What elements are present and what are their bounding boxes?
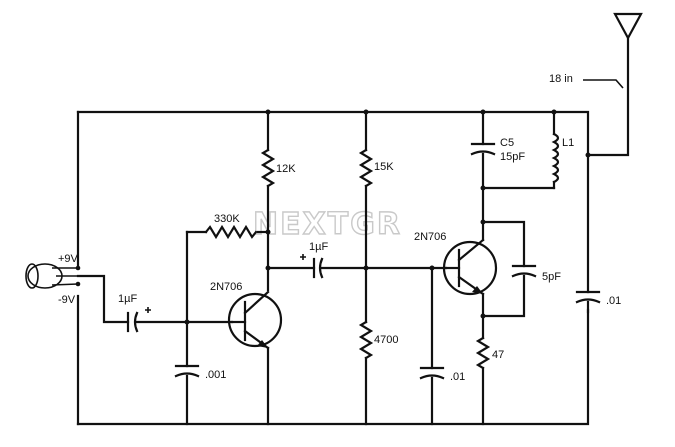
capacitor-001-label: .001 xyxy=(205,369,226,381)
capacitor-5pf xyxy=(511,264,537,278)
top-rail xyxy=(76,110,590,157)
resistor-12k xyxy=(260,148,276,188)
transistor-q2-label: 2N706 xyxy=(414,231,446,243)
coupling-capacitor-label: 1µF xyxy=(309,241,328,253)
antenna-length-pointer xyxy=(583,79,624,89)
transistor-q1-label: 2N706 xyxy=(210,281,242,293)
resistor-15k xyxy=(358,148,374,188)
node-base2-divider xyxy=(363,265,369,271)
node-r330k-collector xyxy=(265,229,271,235)
watermark: NEXTGR xyxy=(253,207,402,242)
inductor-l1 xyxy=(551,132,560,184)
capacitor-c5-value: 15pF xyxy=(500,151,525,163)
input-wire xyxy=(76,274,130,324)
resistor-15k-label: 15K xyxy=(374,161,394,173)
capacitor-01-base-label: .01 xyxy=(450,371,465,383)
node-base2 xyxy=(429,265,435,271)
capacitor-001 xyxy=(174,364,200,378)
capacitor-c5-name: C5 xyxy=(500,137,514,149)
resistor-47-label: 47 xyxy=(492,349,504,361)
node-r15k-top xyxy=(363,109,369,115)
node-r12k-top xyxy=(265,109,271,115)
neg-9v-label: -9V xyxy=(58,294,76,306)
antenna-feed-wire xyxy=(586,36,630,157)
antenna-length-label: 18 in xyxy=(549,73,573,85)
capacitor-c5 xyxy=(470,142,496,156)
coupling-capacitor xyxy=(300,254,324,279)
capacitor-5pf-label: 5pF xyxy=(542,271,561,283)
feedback-top-wire xyxy=(481,220,526,268)
antenna-icon xyxy=(613,12,643,41)
input-capacitor-label: 1µF xyxy=(118,293,137,305)
transistor-q1 xyxy=(227,290,283,350)
resistor-330k xyxy=(204,224,258,240)
capacitor-01-base xyxy=(419,366,445,380)
pos-9v-label: +9V xyxy=(58,253,79,265)
resistor-330k-label: 330K xyxy=(214,213,240,225)
capacitor-01-bypass-label: .01 xyxy=(606,295,621,307)
resistor-4700 xyxy=(358,320,374,360)
bottom-rail xyxy=(76,308,590,426)
resistor-4700-label: 4700 xyxy=(374,334,398,346)
resistor-47 xyxy=(475,336,491,370)
node-tank-top-right xyxy=(551,109,557,115)
inductor-l1-label: L1 xyxy=(562,137,574,149)
pos-terminal-dot xyxy=(75,265,81,271)
capacitor-01-bypass xyxy=(575,290,601,304)
feedback-bottom-wire xyxy=(481,274,526,318)
input-capacitor xyxy=(126,307,151,333)
neg-terminal-dot xyxy=(75,281,81,287)
node-emitter2 xyxy=(480,313,486,319)
resistor-12k-label: 12K xyxy=(276,163,296,175)
transistor-q2 xyxy=(442,238,498,296)
node-tank-top-left xyxy=(480,109,486,115)
battery-connector xyxy=(25,263,79,289)
